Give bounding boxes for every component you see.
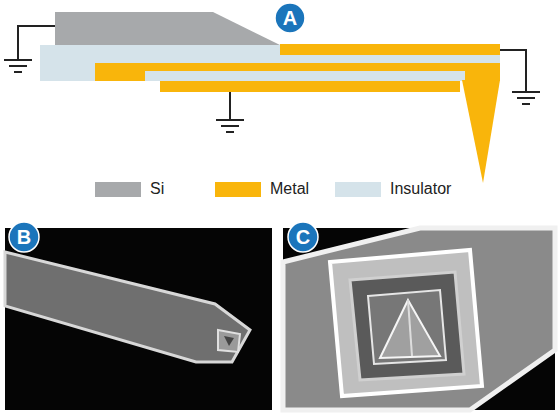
sem-image — [283, 228, 555, 410]
probe-tip — [462, 80, 500, 183]
legend-swatch — [215, 182, 261, 197]
inner-insulator-layer — [145, 71, 465, 81]
tip-frame-image — [330, 250, 482, 396]
legend-swatch — [95, 182, 141, 197]
legend-text: Si — [150, 180, 164, 198]
legend-text: Insulator — [390, 180, 451, 198]
badge-fill — [9, 222, 39, 252]
bottom-metal-layer — [160, 81, 460, 92]
cantilever-image — [5, 252, 250, 362]
legend-entry: Insulator — [335, 180, 451, 198]
tip-image — [218, 330, 240, 352]
badge-circle: B — [8, 221, 40, 253]
panel-letter: A — [274, 2, 306, 28]
badge-circle: C — [287, 221, 319, 253]
ground-wires — [4, 26, 540, 132]
legend-swatch — [335, 182, 381, 197]
legend-entry: Metal — [215, 180, 309, 198]
tip-base-image — [350, 272, 464, 380]
panel-letter: B — [8, 221, 40, 247]
badge-circle: A — [274, 2, 306, 34]
badge-fill — [275, 3, 305, 33]
panel-letter: C — [287, 221, 319, 247]
top-metal-layer — [280, 44, 500, 55]
badge-fill — [288, 222, 318, 252]
tip-image — [224, 336, 234, 346]
pyramid-image — [368, 290, 446, 364]
insulator-layer — [40, 65, 96, 81]
legend-text: Metal — [270, 180, 309, 198]
silicon-body — [55, 12, 280, 45]
pyramid-face-image — [380, 300, 440, 358]
sem-image — [5, 228, 272, 410]
legend-entry: Si — [95, 180, 164, 198]
pyramid-edge-image — [408, 300, 412, 356]
cantilever-image — [283, 228, 555, 410]
insulator-layer — [40, 45, 500, 65]
middle-metal-layer — [95, 63, 500, 81]
